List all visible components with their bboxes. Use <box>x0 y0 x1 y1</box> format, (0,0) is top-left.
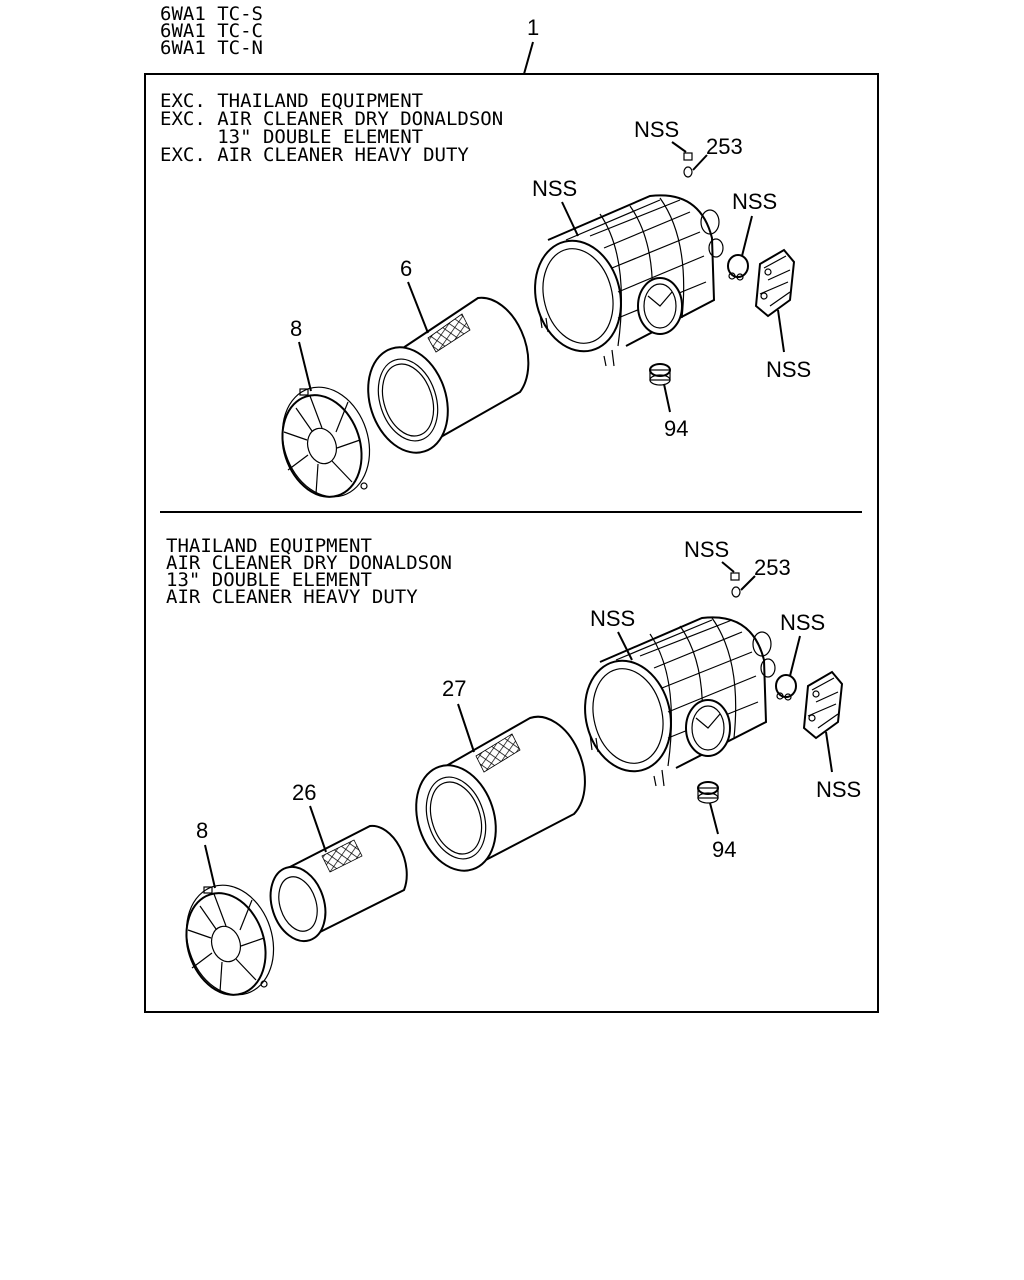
callout-outer-element: 27 <box>442 676 466 701</box>
restriction-indicator <box>637 277 683 335</box>
caption-line: 13" DOUBLE ELEMENT <box>166 569 372 591</box>
leader-line <box>740 575 756 591</box>
leader-line <box>523 41 534 75</box>
panel-caption: EXC. THAILAND EQUIPMENT EXC. AIR CLEANER… <box>160 90 503 166</box>
indicator-adapter <box>649 363 671 386</box>
assembly-frame <box>144 73 879 1013</box>
air-cleaner-housing <box>584 616 776 787</box>
panel-caption: THAILAND EQUIPMENT AIR CLEANER DRY DONAL… <box>166 535 452 608</box>
caption-line: EXC. AIR CLEANER HEAVY DUTY <box>160 144 469 166</box>
assembly-callout: 1 <box>527 15 539 40</box>
leader-line <box>457 703 475 753</box>
indicator-adapter <box>697 781 719 804</box>
fitting <box>683 166 693 178</box>
model-list: 6WA1 TC-S 6WA1 TC-C 6WA1 TC-N <box>160 3 263 59</box>
leader-line <box>709 802 719 835</box>
model-line: 6WA1 TC-N <box>160 37 263 59</box>
callout-clamp: NSS <box>780 610 825 635</box>
leader-line <box>671 141 687 153</box>
leader-line <box>721 561 735 573</box>
nut <box>730 572 740 581</box>
caption-line: AIR CLEANER DRY DONALDSON <box>166 552 452 574</box>
callout-outer-element: 6 <box>400 256 412 281</box>
callout-nut: NSS <box>684 537 729 562</box>
hose-clamp <box>775 674 797 701</box>
leader-line <box>561 201 579 237</box>
panel-standard: EXC. THAILAND EQUIPMENT EXC. AIR CLEANER… <box>160 90 811 498</box>
end-cover <box>281 386 371 498</box>
caption-line: EXC. AIR CLEANER DRY DONALDSON <box>160 108 503 130</box>
callout-indicator: 94 <box>664 416 688 441</box>
leader-line <box>692 154 708 171</box>
leader-line <box>407 281 429 334</box>
model-line: 6WA1 TC-C <box>160 20 263 42</box>
nut <box>683 152 693 161</box>
model-line: 6WA1 TC-S <box>160 3 263 25</box>
leader-line <box>204 844 216 889</box>
restriction-indicator <box>685 699 731 757</box>
callout-clamp: NSS <box>732 189 777 214</box>
callout-bracket: NSS <box>766 357 811 382</box>
leader-line <box>663 383 671 413</box>
inner-filter-element <box>269 824 408 943</box>
callout-housing: NSS <box>532 176 577 201</box>
leader-line <box>789 635 801 677</box>
caption-line: AIR CLEANER HEAVY DUTY <box>166 586 418 608</box>
outer-filter-element <box>367 296 530 454</box>
callout-fitting: 253 <box>706 134 743 159</box>
leader-line <box>298 341 312 392</box>
leader-line <box>617 631 633 661</box>
callout-housing: NSS <box>590 606 635 631</box>
callout-nut: NSS <box>634 117 679 142</box>
leader-line <box>741 215 753 257</box>
leader-line <box>825 731 833 773</box>
leader-line <box>309 805 327 853</box>
callout-cover: 8 <box>290 316 302 341</box>
mounting-bracket <box>754 248 796 318</box>
outer-filter-element <box>415 715 586 872</box>
leader-line <box>777 309 785 353</box>
callout-fitting: 253 <box>754 555 791 580</box>
end-cover <box>185 884 275 996</box>
panel-thailand: THAILAND EQUIPMENT AIR CLEANER DRY DONAL… <box>166 535 861 996</box>
callout-indicator: 94 <box>712 837 736 862</box>
caption-line: THAILAND EQUIPMENT <box>166 535 372 557</box>
caption-line: EXC. THAILAND EQUIPMENT <box>160 90 423 112</box>
callout-bracket: NSS <box>816 777 861 802</box>
air-cleaner-housing <box>534 194 724 367</box>
caption-line: 13" DOUBLE ELEMENT <box>160 126 423 148</box>
fitting <box>731 586 741 598</box>
hose-clamp <box>727 254 749 281</box>
mounting-bracket <box>802 670 844 740</box>
callout-cover: 8 <box>196 818 208 843</box>
callout-inner-element: 26 <box>292 780 316 805</box>
